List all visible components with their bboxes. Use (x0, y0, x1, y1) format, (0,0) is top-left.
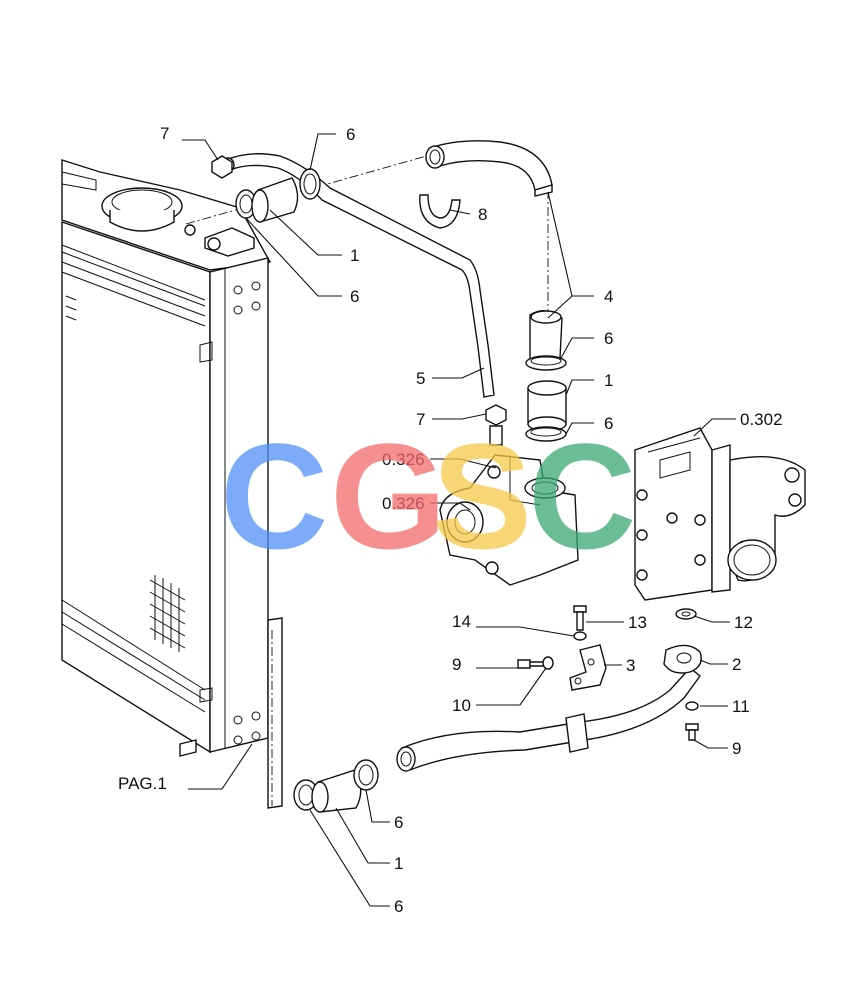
cgsc-watermark: C G S C (220, 412, 636, 580)
watermark-letter-3: S (432, 412, 532, 580)
label-13: 13 (628, 613, 647, 632)
lower-clamps-and-sleeve (293, 759, 379, 813)
label-7-top: 7 (160, 124, 169, 143)
label-6-bottom-upper: 6 (394, 813, 403, 832)
watermark-letter-2: G (330, 412, 447, 580)
label-12: 12 (734, 613, 753, 632)
label-9-right: 9 (732, 739, 741, 758)
bracket-and-fasteners (517, 605, 699, 741)
part-labels: 7 6 8 1 6 4 6 1 6 5 7 0.302 0.326 0.326 … (118, 124, 783, 916)
top-clamps-and-sleeves (211, 155, 567, 446)
label-6-right-lower: 6 (604, 414, 613, 433)
label-6-bottom-lower: 6 (394, 897, 403, 916)
label-4: 4 (604, 287, 613, 306)
label-8: 8 (478, 205, 487, 224)
label-6-right-upper: 6 (604, 329, 613, 348)
watermark-letter-1: C (220, 412, 328, 580)
label-0326-lower: 0.326 (382, 494, 425, 513)
label-1-bottom: 1 (394, 854, 403, 873)
label-11: 11 (732, 697, 750, 716)
label-3: 3 (626, 656, 635, 675)
label-7-mid: 7 (416, 410, 425, 429)
label-6-second: 6 (350, 287, 359, 306)
thermostat-housing (439, 454, 579, 586)
leader-lines (182, 133, 736, 907)
lower-pipe-2 (396, 644, 702, 772)
label-2: 2 (732, 655, 741, 674)
watermark-letter-4: C (528, 412, 636, 580)
label-pag1: PAG.1 (118, 774, 167, 793)
label-0326-upper: 0.326 (382, 450, 425, 469)
label-14: 14 (452, 612, 471, 631)
label-9-left: 9 (452, 655, 461, 674)
label-1-top: 1 (350, 246, 359, 265)
label-1-right: 1 (604, 371, 613, 390)
label-5: 5 (416, 369, 425, 388)
label-0302: 0.302 (740, 410, 783, 429)
label-6-top: 6 (346, 125, 355, 144)
label-10: 10 (452, 696, 471, 715)
oil-cooler-assembly (634, 427, 806, 601)
radiator (61, 159, 283, 809)
elbow-hose-4 (425, 140, 563, 361)
